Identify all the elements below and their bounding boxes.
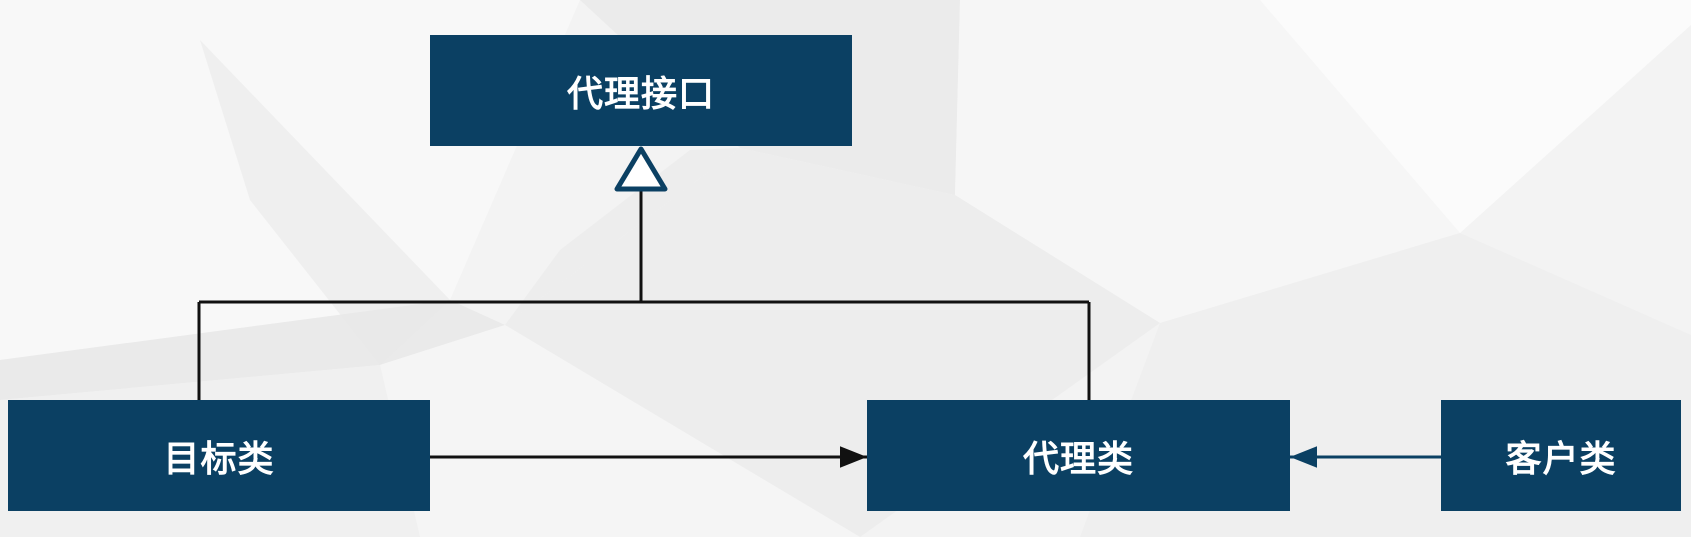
target-class-node: 目标类 [8,400,430,511]
inheritance-triangle [614,146,668,192]
interface-node-label: 代理接口 [566,73,715,115]
proxy-class-node: 代理类 [867,400,1290,511]
proxy-class-node-label: 代理类 [1022,438,1134,480]
client-class-node-label: 客户类 [1505,438,1617,480]
target-class-node-label: 目标类 [163,438,275,480]
client-class-node: 客户类 [1441,400,1681,511]
interface-node: 代理接口 [430,35,852,146]
